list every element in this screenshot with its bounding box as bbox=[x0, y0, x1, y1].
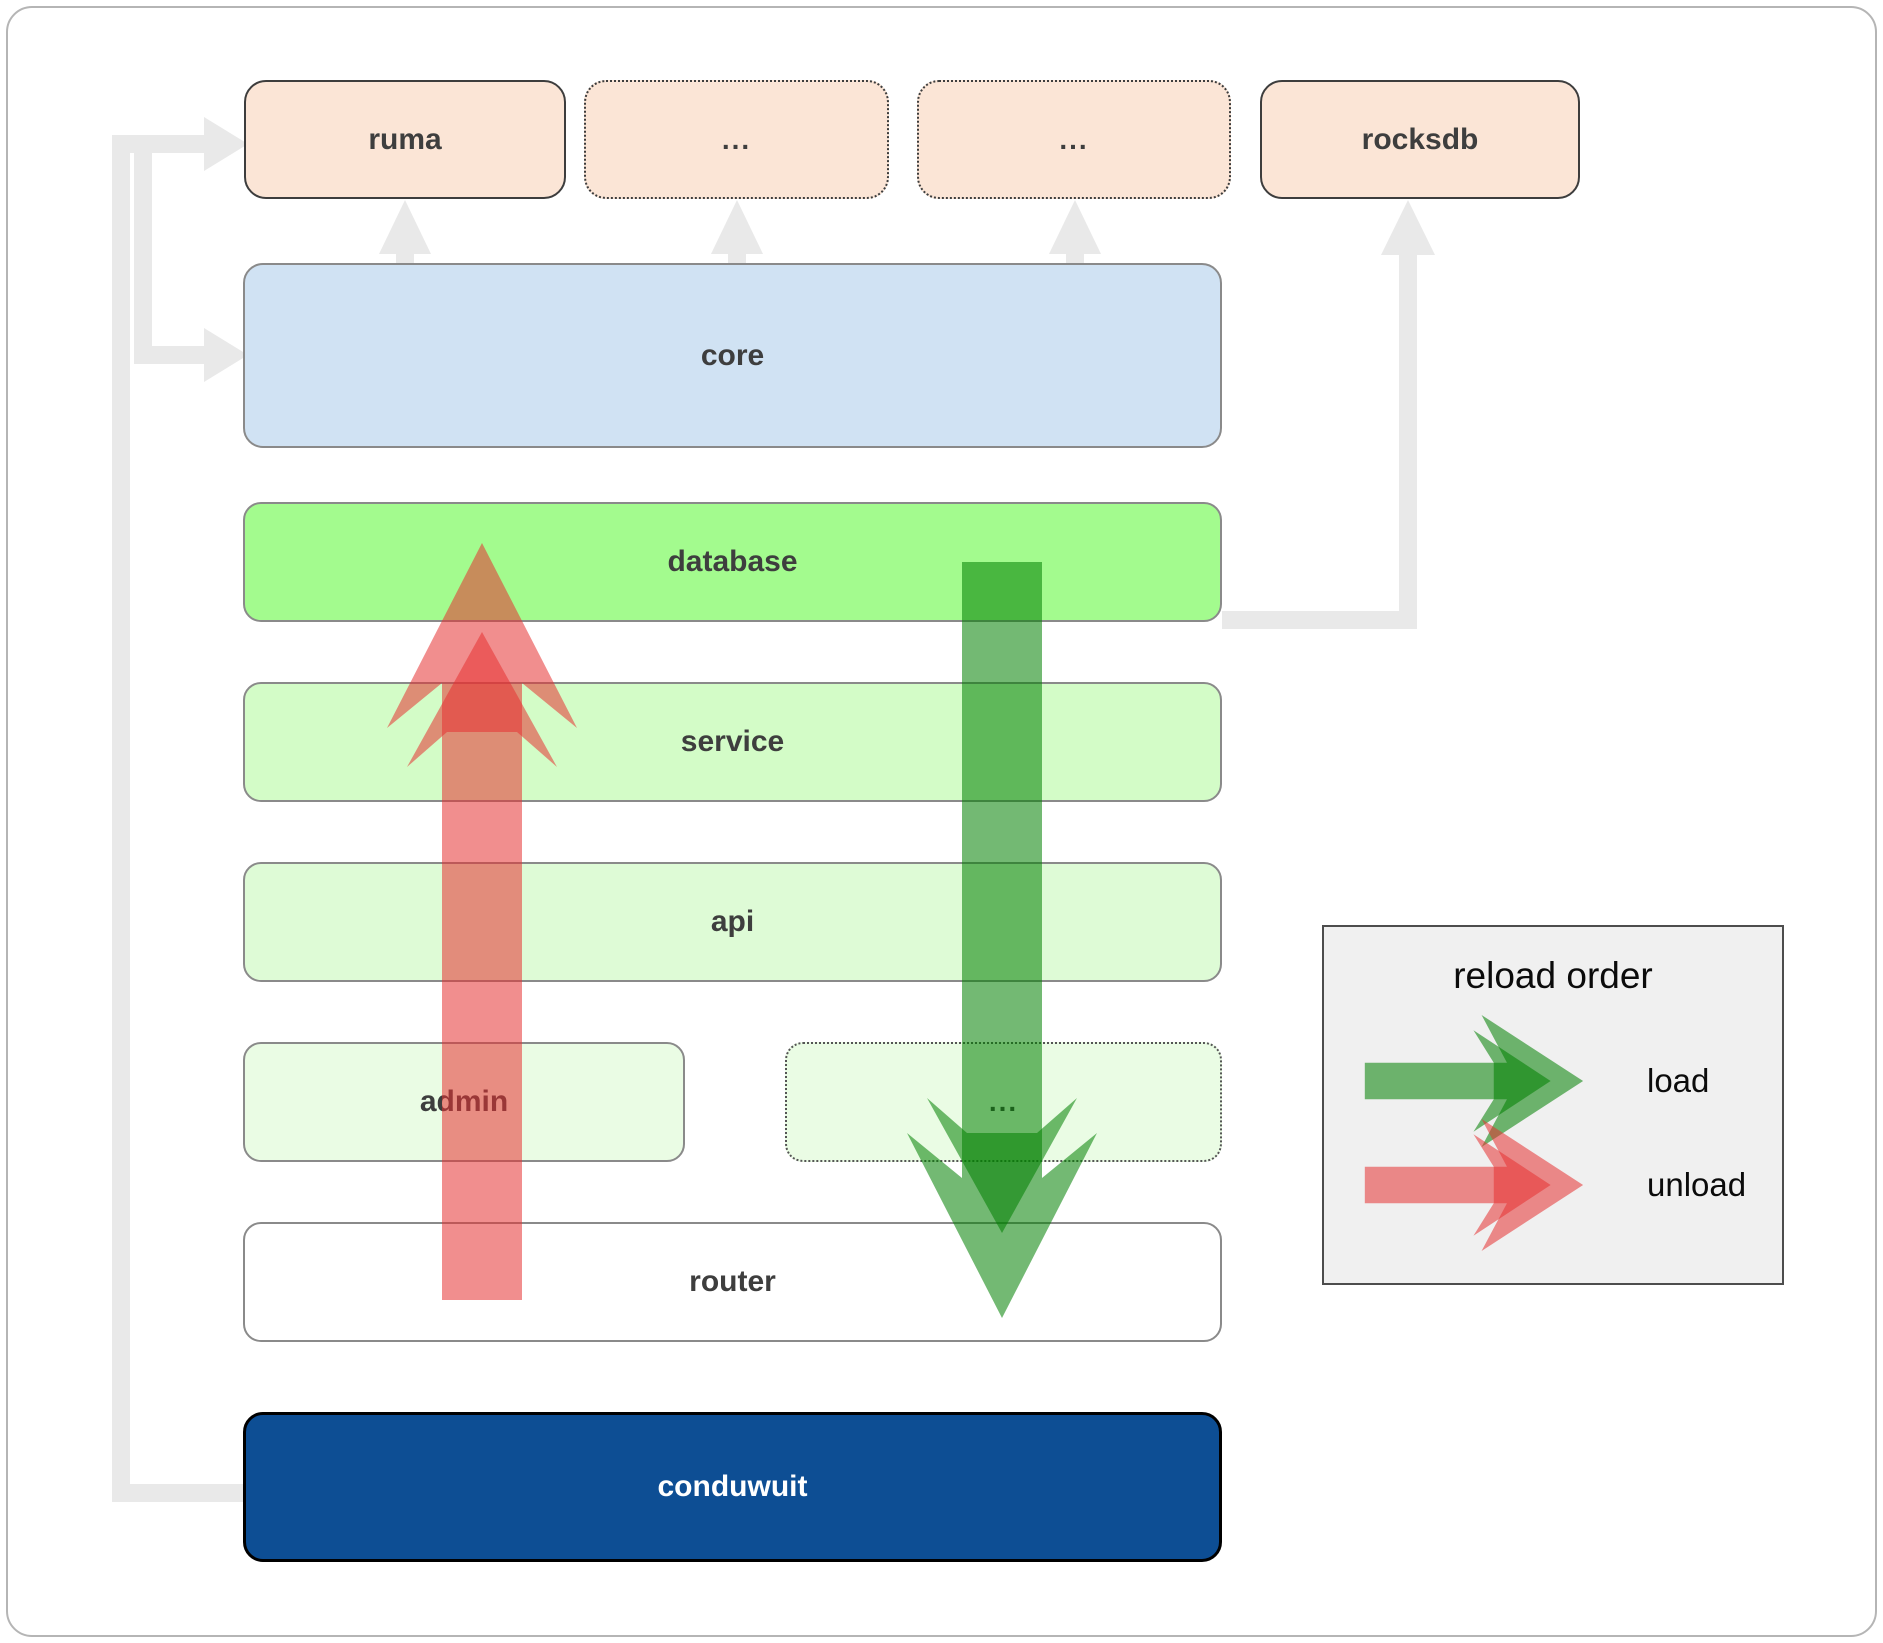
box-service-label: service bbox=[680, 725, 785, 758]
legend: reload order load unload bbox=[1322, 925, 1784, 1285]
box-external-2: ... bbox=[917, 80, 1231, 199]
box-admin-label: admin bbox=[419, 1085, 509, 1118]
unload-arrow-icon bbox=[1364, 1119, 1584, 1251]
box-external-1: ... bbox=[584, 80, 889, 199]
box-router: router bbox=[243, 1222, 1222, 1342]
box-core: core bbox=[243, 263, 1222, 448]
load-arrow-icon bbox=[1364, 1015, 1584, 1147]
legend-title: reload order bbox=[1453, 955, 1653, 996]
legend-row-unload: unload bbox=[1364, 1119, 1746, 1251]
box-api: api bbox=[243, 862, 1222, 982]
box-rocksdb-label: rocksdb bbox=[1361, 122, 1479, 156]
legend-unload-label: unload bbox=[1647, 1166, 1747, 1203]
box-service: service bbox=[243, 682, 1222, 802]
box-conduwuit: conduwuit bbox=[243, 1412, 1222, 1562]
box-external-2-label: ... bbox=[1059, 123, 1089, 155]
box-database-label: database bbox=[667, 545, 798, 578]
box-api-label: api bbox=[710, 905, 755, 938]
box-ruma-label: ruma bbox=[368, 122, 442, 156]
box-admin: admin bbox=[243, 1042, 685, 1162]
box-external-3: ... bbox=[785, 1042, 1222, 1162]
legend-row-load: load bbox=[1364, 1015, 1709, 1147]
box-conduwuit-label: conduwuit bbox=[657, 1470, 808, 1503]
box-external-1-label: ... bbox=[721, 123, 752, 155]
box-database: database bbox=[243, 502, 1222, 622]
box-ruma: ruma bbox=[244, 80, 566, 199]
legend-load-label: load bbox=[1647, 1062, 1710, 1099]
page-border bbox=[6, 6, 1877, 1637]
box-rocksdb: rocksdb bbox=[1260, 80, 1580, 199]
box-router-label: router bbox=[689, 1265, 776, 1298]
box-core-label: core bbox=[700, 338, 765, 372]
box-external-3-label: ... bbox=[988, 1086, 1019, 1117]
